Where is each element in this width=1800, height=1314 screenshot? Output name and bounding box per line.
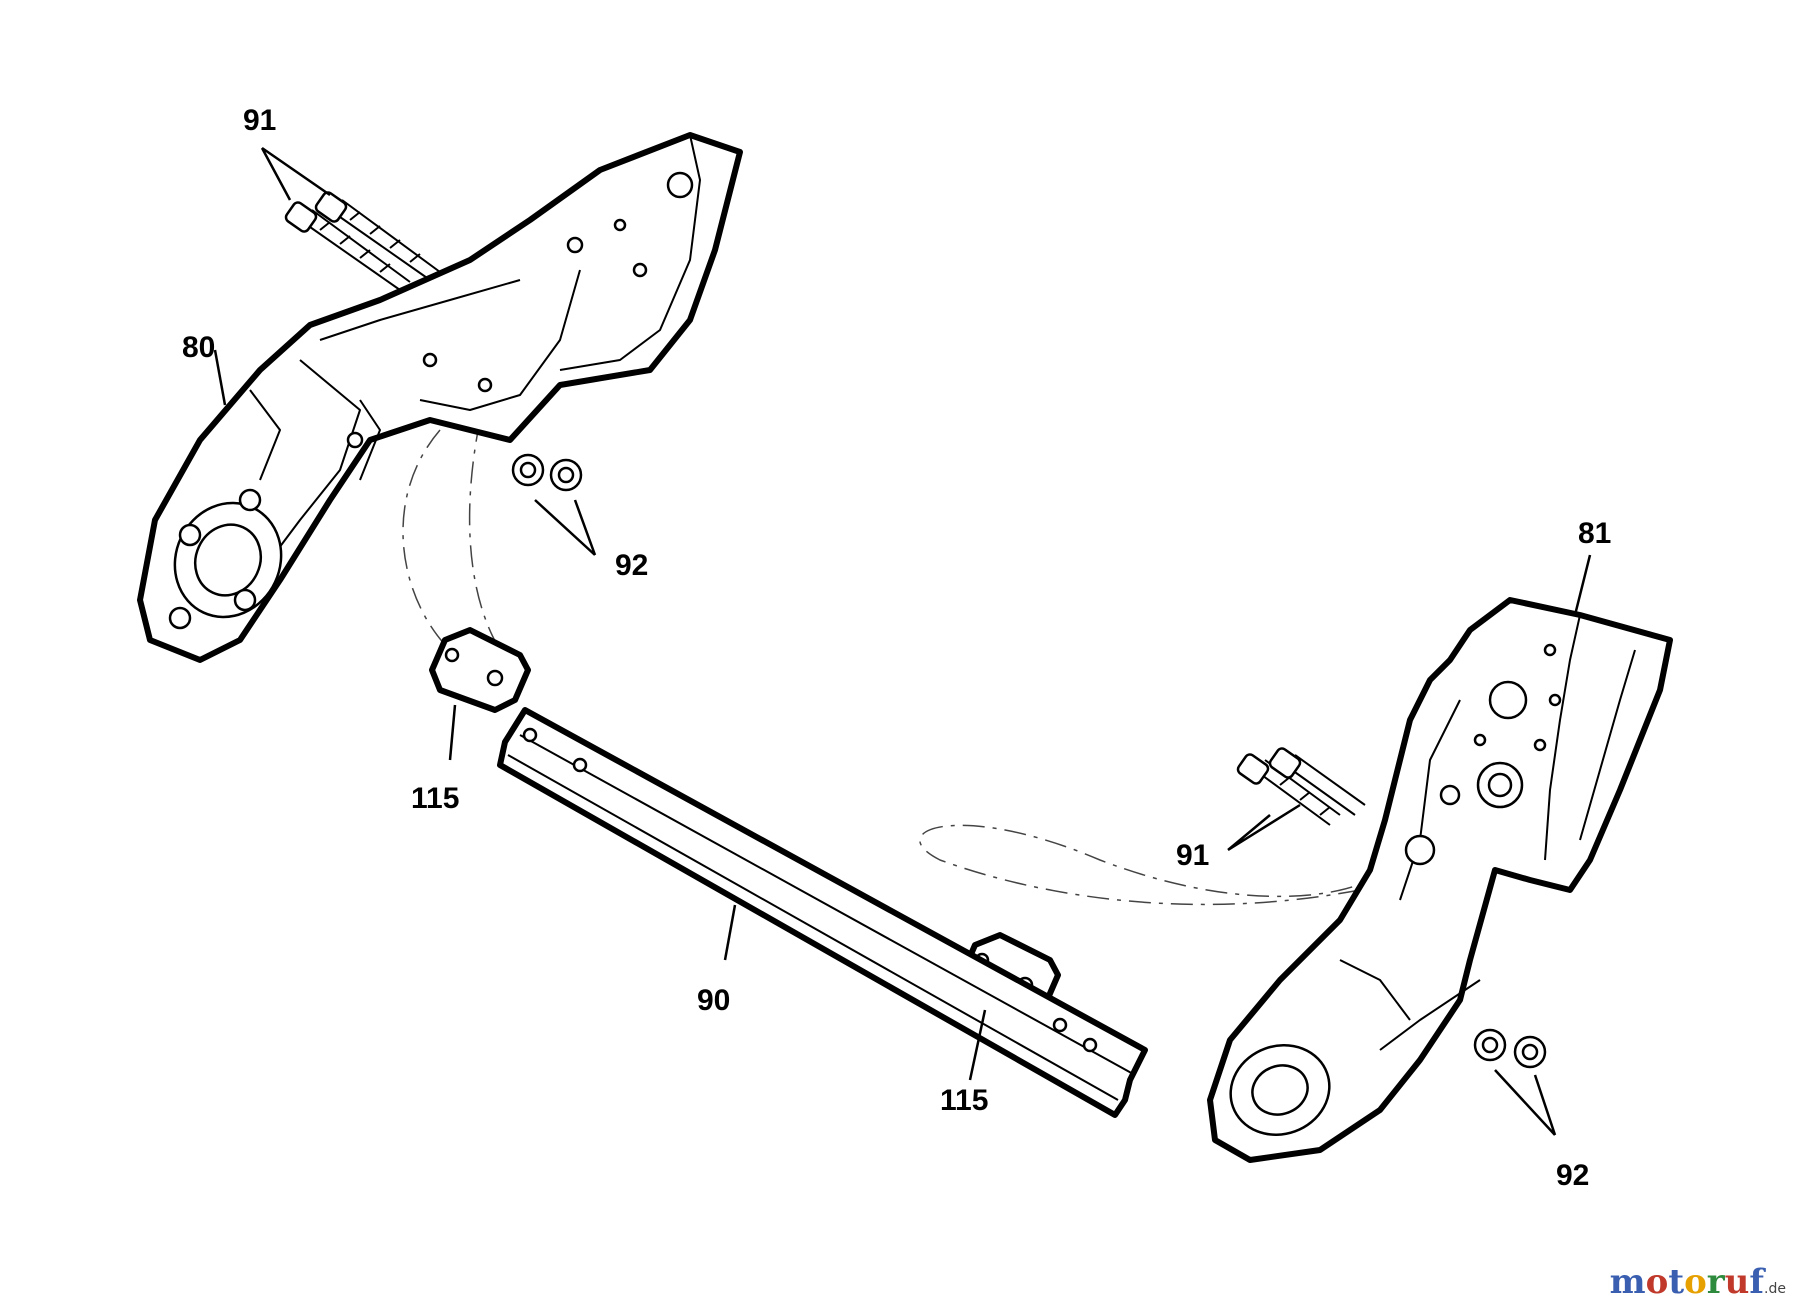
cross-bar-90 bbox=[497, 707, 1148, 1118]
bolts-91-right bbox=[1236, 747, 1366, 826]
label-90: 90 bbox=[697, 984, 730, 1017]
side-plate-80 bbox=[137, 132, 743, 663]
bolts-91-top bbox=[284, 191, 441, 291]
label-92-right: 92 bbox=[1556, 1159, 1589, 1192]
label-91-top: 91 bbox=[243, 104, 276, 137]
label-115-right: 115 bbox=[940, 1084, 988, 1117]
watermark-letter: m bbox=[1609, 1262, 1646, 1302]
assembly-guide-left bbox=[402, 419, 501, 651]
watermark-letter: u bbox=[1724, 1262, 1750, 1302]
nuts-92-left bbox=[511, 453, 583, 492]
label-80: 80 bbox=[182, 331, 215, 364]
leader-lines bbox=[213, 146, 1592, 1136]
side-plate-81 bbox=[1207, 597, 1673, 1163]
label-91-right: 91 bbox=[1176, 839, 1209, 872]
label-81: 81 bbox=[1578, 517, 1611, 550]
watermark-letter: t bbox=[1668, 1262, 1685, 1302]
watermark-letter: f bbox=[1749, 1262, 1765, 1302]
spacer-115-left bbox=[429, 627, 531, 713]
watermark-logo: motoruf.de bbox=[1610, 1262, 1786, 1302]
watermark-letter: o bbox=[1645, 1262, 1669, 1302]
watermark-letters: motoruf bbox=[1610, 1262, 1764, 1302]
watermark-suffix: .de bbox=[1764, 1281, 1786, 1297]
watermark-letter: o bbox=[1684, 1262, 1707, 1302]
label-92-left: 92 bbox=[615, 549, 648, 582]
nuts-92-right bbox=[1473, 1028, 1547, 1069]
watermark-letter: r bbox=[1706, 1262, 1725, 1302]
assembly-guide-right bbox=[919, 824, 1371, 906]
label-115-left: 115 bbox=[411, 782, 459, 815]
